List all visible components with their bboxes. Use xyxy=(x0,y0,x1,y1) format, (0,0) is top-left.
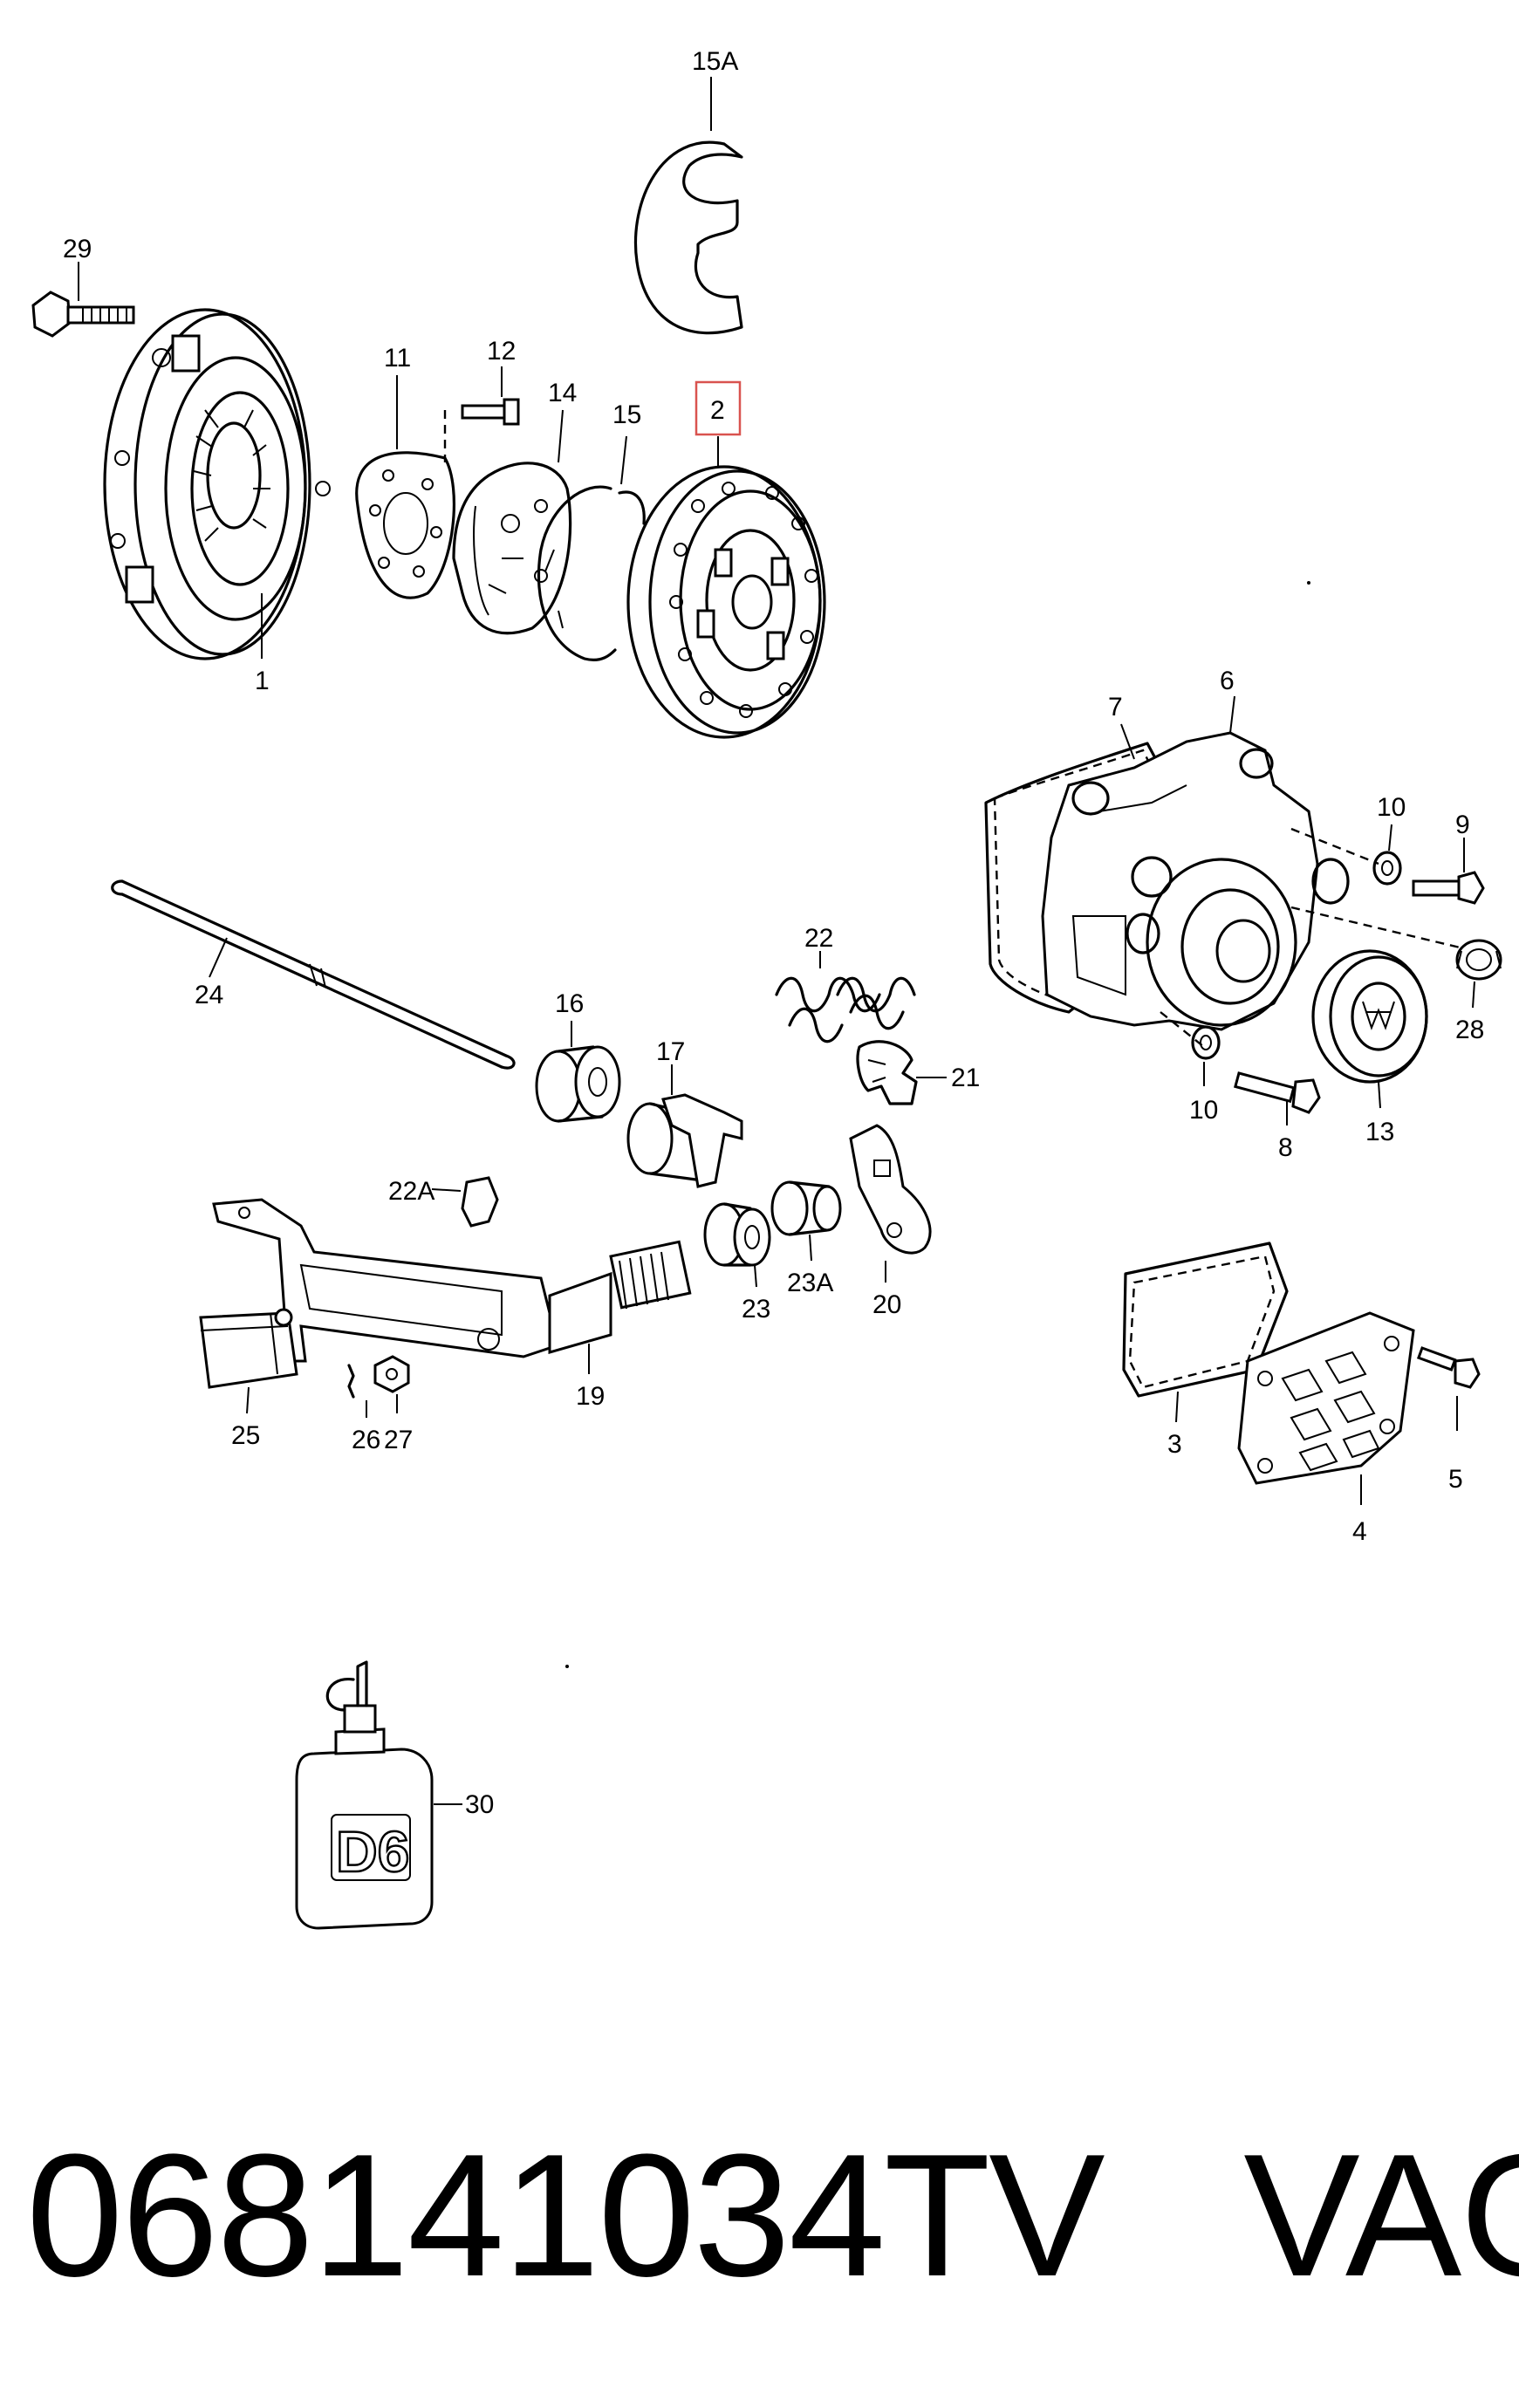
callout-12: 12 xyxy=(487,337,516,366)
callout-9: 9 xyxy=(1455,811,1470,839)
callout-22: 22 xyxy=(804,924,833,953)
exploded-parts-diagram: 15A 29 1 11 xyxy=(31,47,1502,1930)
callout-2: 2 xyxy=(710,396,725,425)
part-23a-bush xyxy=(770,1180,842,1236)
callout-11: 11 xyxy=(384,344,411,373)
callout-15: 15 xyxy=(612,400,641,429)
callout-27: 27 xyxy=(384,1426,413,1454)
brand-name: VAG xyxy=(1243,2118,1519,2313)
callout-30: 30 xyxy=(465,1790,494,1819)
callout-20: 20 xyxy=(872,1290,901,1319)
part-15a-circlip xyxy=(633,140,743,335)
part-20-lever xyxy=(849,1124,932,1255)
callout-10b: 10 xyxy=(1189,1096,1218,1125)
part-7-gasket xyxy=(984,742,1162,1014)
footer-part-number-line: 068141034TV VAG xyxy=(26,2111,1519,2321)
bottle-label: D6 xyxy=(336,1819,409,1884)
callout-16: 16 xyxy=(555,989,584,1018)
part-13-cover-cap xyxy=(1311,949,1428,1084)
callout-8: 8 xyxy=(1278,1133,1293,1162)
callout-19: 19 xyxy=(576,1382,605,1411)
part-15-ring xyxy=(537,485,646,661)
part-21-clip xyxy=(856,1040,918,1105)
callout-23a: 23A xyxy=(787,1269,833,1297)
part-16-bearing xyxy=(535,1045,621,1123)
part-8-bolt xyxy=(1234,1071,1321,1114)
callout-23: 23 xyxy=(742,1295,770,1324)
part-9-bolt xyxy=(1412,871,1485,905)
callout-17: 17 xyxy=(656,1037,685,1066)
part-17-sleeve xyxy=(626,1093,743,1188)
callout-4: 4 xyxy=(1352,1517,1367,1546)
callout-25: 25 xyxy=(231,1421,260,1450)
part-10-washer-top xyxy=(1372,851,1402,886)
callout-3: 3 xyxy=(1167,1430,1182,1459)
part-29-bolt xyxy=(31,291,135,338)
part-28-plug xyxy=(1455,939,1502,981)
part-5-bolt xyxy=(1416,1346,1481,1389)
callout-22a: 22A xyxy=(388,1177,434,1206)
part-19-release-lever xyxy=(212,1198,692,1363)
part-11-plate xyxy=(355,451,456,599)
callout-24: 24 xyxy=(195,981,223,1009)
part-22a-clip xyxy=(461,1176,499,1228)
part-22-springs xyxy=(775,976,916,1043)
callout-1: 1 xyxy=(255,667,270,695)
part-24-shaft xyxy=(111,879,516,1070)
callout-15a: 15A xyxy=(692,47,738,76)
part-6-housing xyxy=(1041,731,1350,1031)
part-23-bush xyxy=(703,1202,771,1267)
callout-14: 14 xyxy=(548,379,577,407)
callout-6: 6 xyxy=(1220,667,1235,695)
part-12-screw xyxy=(461,398,520,426)
callout-28: 28 xyxy=(1455,1016,1484,1044)
callout-29: 29 xyxy=(63,235,92,263)
callout-21: 21 xyxy=(951,1064,980,1092)
callout-26: 26 xyxy=(352,1426,380,1454)
part-25-block xyxy=(199,1308,298,1389)
part-14-plate xyxy=(452,462,572,635)
footer-gap xyxy=(1104,2118,1244,2313)
part-2-clutch-disc xyxy=(626,465,826,739)
part-30-oil-bottle: D6 xyxy=(295,1660,434,1930)
callout-5: 5 xyxy=(1448,1465,1463,1494)
part-27-nut xyxy=(373,1355,410,1393)
part-4-cover xyxy=(1237,1311,1415,1485)
callout-7: 7 xyxy=(1108,693,1123,722)
highlight-box-part-2 xyxy=(694,380,742,436)
part-number: 068141034TV xyxy=(26,2118,1105,2313)
part-10-washer-bottom xyxy=(1191,1025,1221,1060)
part-26-pin xyxy=(347,1364,355,1399)
callout-13: 13 xyxy=(1365,1118,1394,1146)
callout-10a: 10 xyxy=(1377,793,1406,822)
part-1-pressure-plate xyxy=(103,308,331,660)
